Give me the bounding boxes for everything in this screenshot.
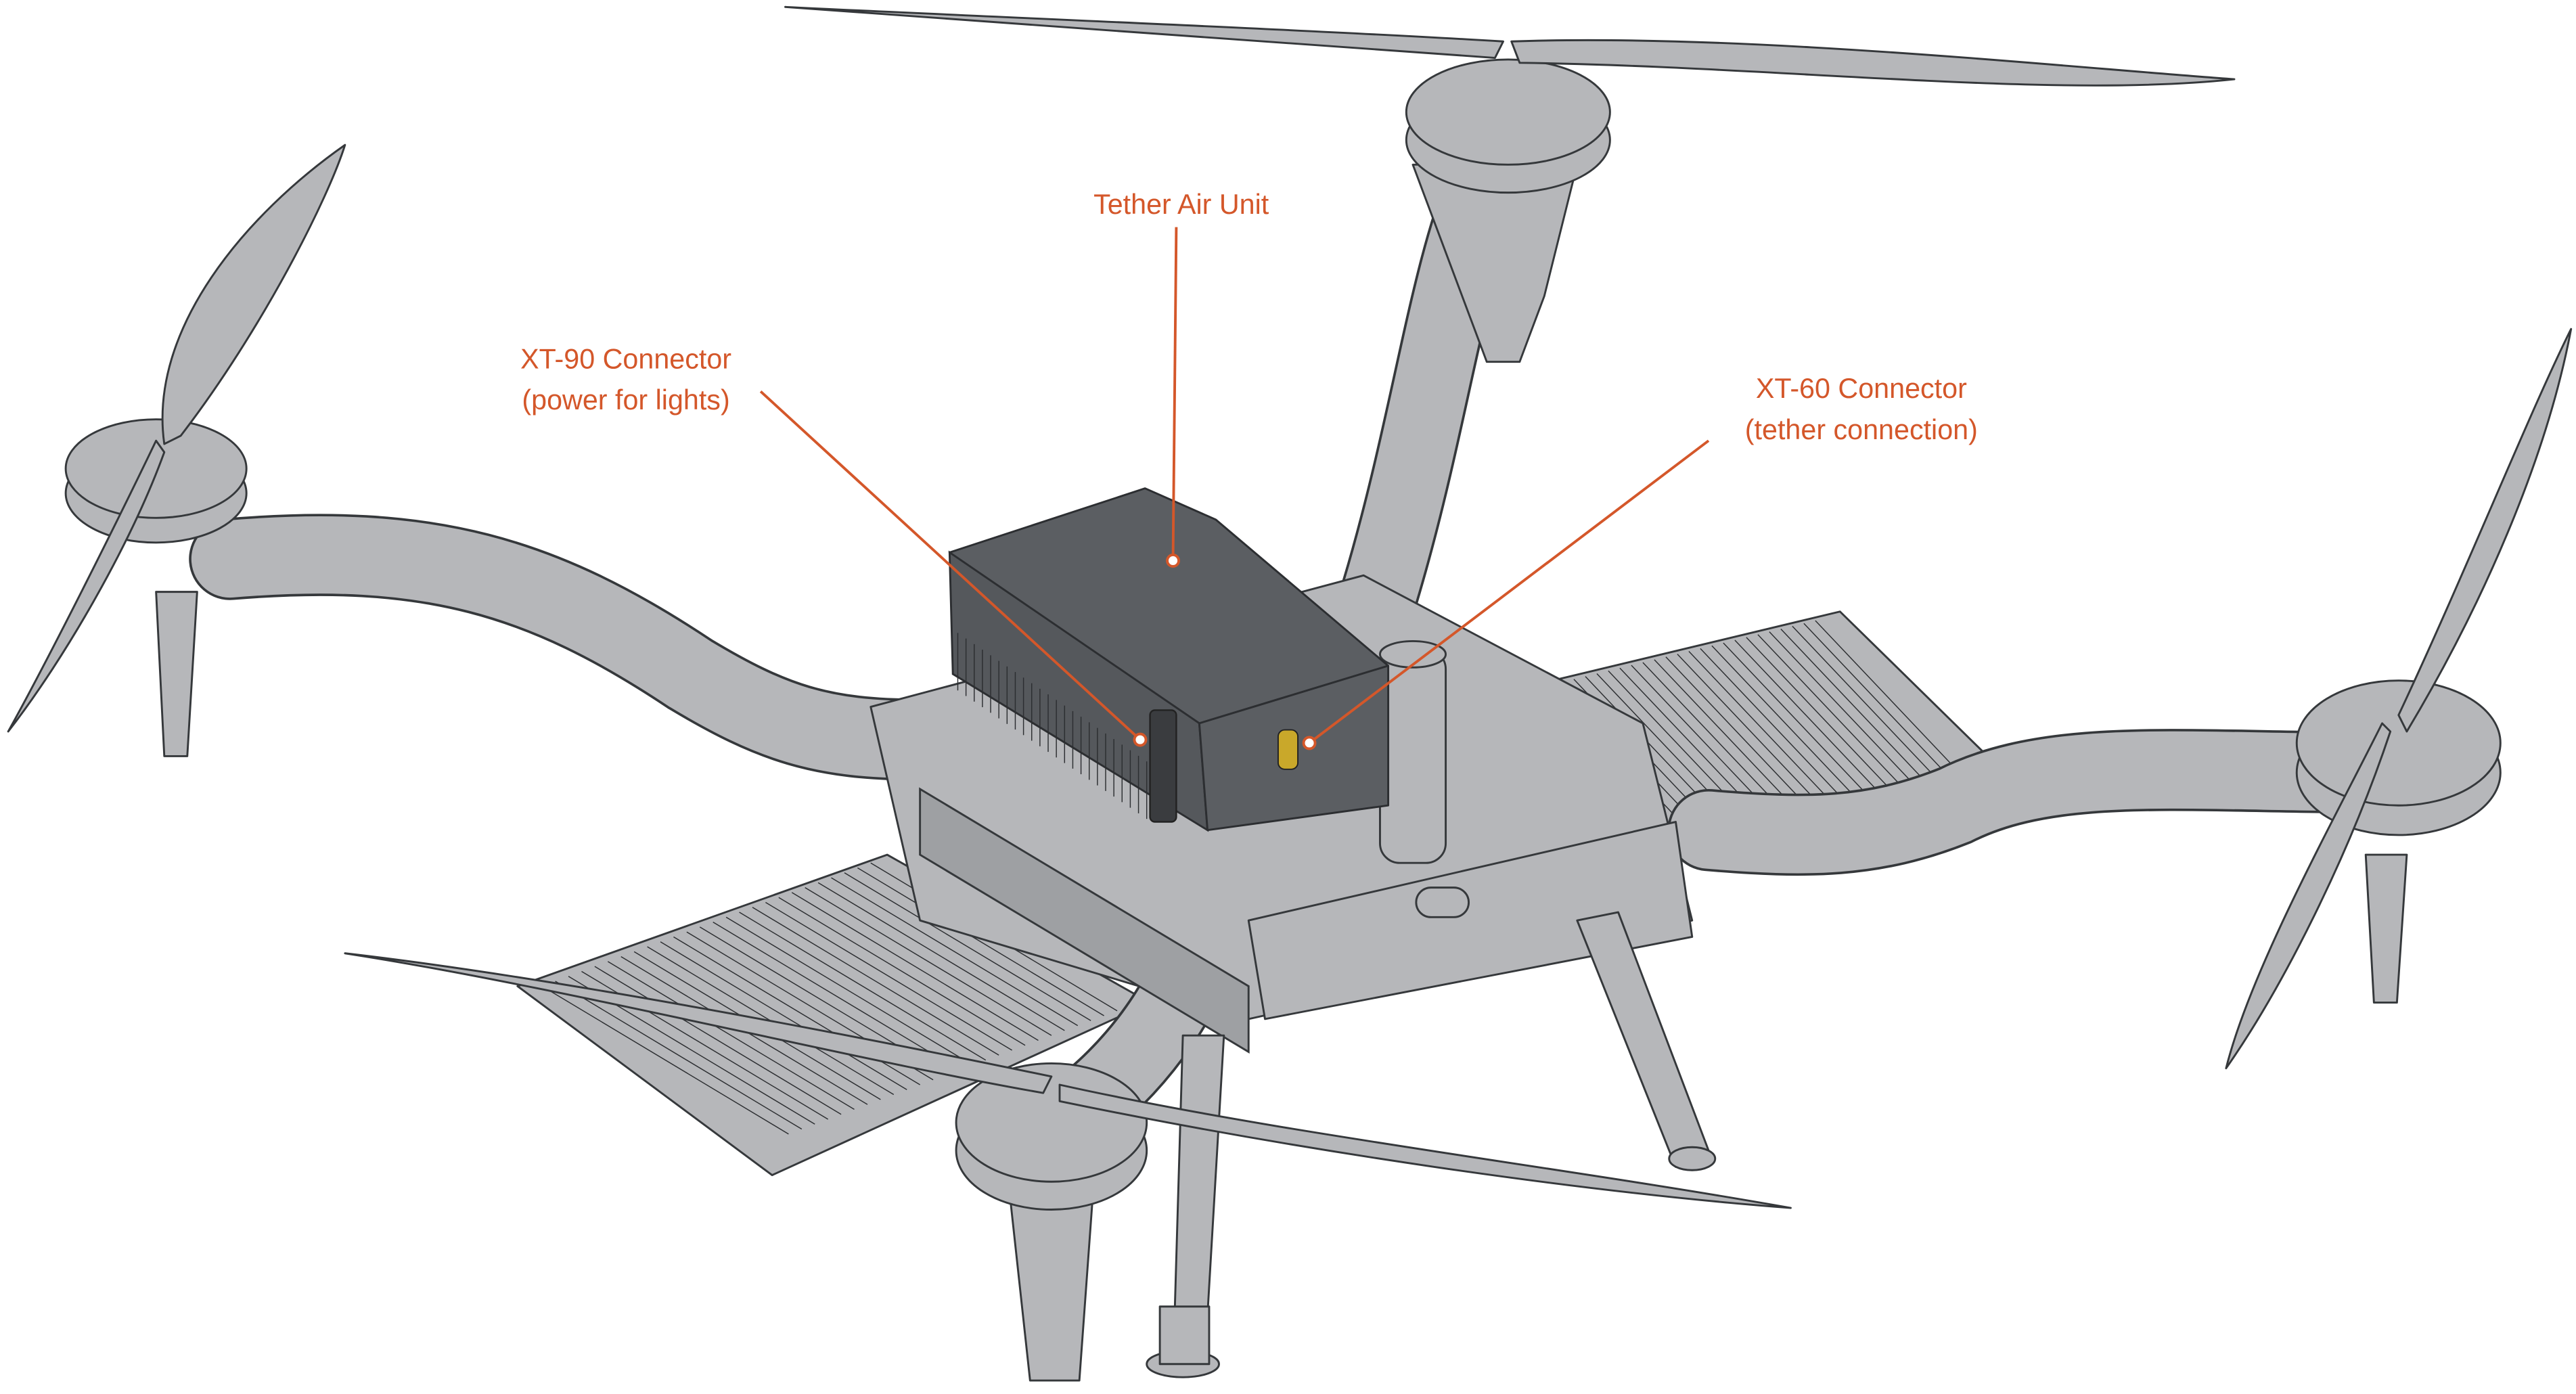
- cooling-fin: [1803, 623, 1952, 780]
- cooling-fin: [1711, 645, 1860, 803]
- cooling-fin: [725, 916, 973, 1066]
- callout-tether-air-unit: Tether Air Unit: [1093, 189, 1269, 568]
- callout-dot: [1302, 736, 1317, 750]
- xt60-connector: [1277, 729, 1299, 770]
- cooling-fin: [844, 872, 1091, 1021]
- cooling-fin: [752, 907, 999, 1056]
- motor-front: [955, 1062, 1148, 1382]
- cooling-fin: [1769, 631, 1918, 788]
- cooling-fin: [1700, 648, 1849, 805]
- cooling-fin: [1642, 662, 1791, 819]
- cooling-fin: [1688, 651, 1837, 808]
- tether-air-unit: [948, 487, 1390, 832]
- cooling-fin: [594, 966, 842, 1115]
- cooling-fin: [817, 882, 1065, 1031]
- cooling-fin: [1734, 639, 1883, 797]
- cooling-fin: [541, 985, 789, 1135]
- label-xt90-subtitle: (power for lights): [522, 384, 729, 415]
- cooling-fin: [778, 897, 1026, 1046]
- cooling-fin: [739, 912, 987, 1061]
- cooling-fin: [1723, 642, 1872, 800]
- cooling-fin: [857, 867, 1104, 1016]
- callout-xt60: XT-60 Connector (tether connection): [1302, 373, 1978, 750]
- cooling-fin: [1654, 659, 1803, 817]
- cooling-fin: [1757, 634, 1906, 791]
- callout-dot: [1133, 732, 1148, 747]
- cooling-fin: [1792, 625, 1941, 783]
- cooling-fin: [1677, 654, 1826, 811]
- motor-right: [2295, 679, 2502, 1004]
- label-xt60-title: XT-60 Connector: [1756, 373, 1967, 404]
- cooling-fin: [1815, 620, 1964, 778]
- cooling-fin: [1665, 656, 1814, 813]
- callout-dot: [1166, 554, 1180, 568]
- propellers: [7, 5, 2573, 1209]
- label-xt90-title: XT-90 Connector: [520, 343, 731, 374]
- cooling-fin: [765, 901, 1012, 1051]
- label-tether-air-unit: Tether Air Unit: [1093, 189, 1269, 220]
- landing-legs: [1146, 911, 1717, 1378]
- cooling-fin: [831, 877, 1079, 1027]
- cooling-fin: [805, 887, 1052, 1036]
- cooling-fin: [607, 961, 855, 1110]
- callout-xt90: XT-90 Connector (power for lights): [520, 343, 1148, 747]
- cooling-fin: [555, 981, 803, 1130]
- cooling-fin: [660, 941, 907, 1090]
- label-xt60-subtitle: (tether connection): [1745, 414, 1978, 445]
- motor-rear: [1405, 58, 1611, 363]
- cooling-fin: [713, 922, 960, 1071]
- cooling-fin: [1746, 637, 1895, 794]
- cooling-fin: [1780, 628, 1929, 786]
- cooling-fin: [791, 892, 1039, 1041]
- xt90-connector: [1149, 709, 1177, 823]
